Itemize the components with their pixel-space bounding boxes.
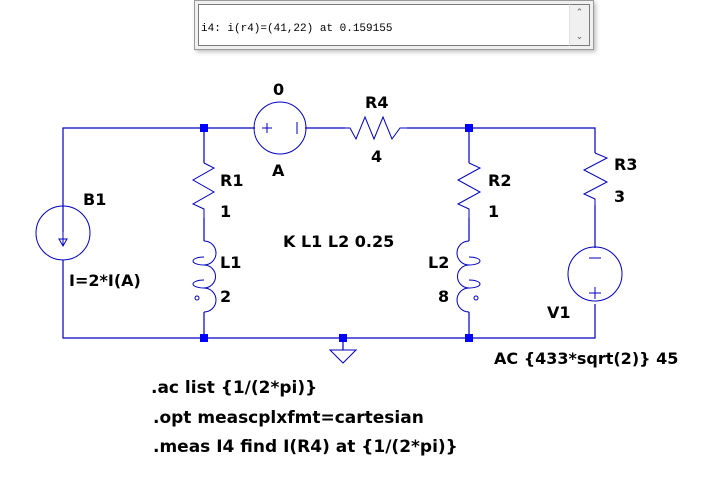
l2-name-label[interactable]: L2 [428, 253, 449, 272]
scroll-down-icon[interactable]: ⌄ [575, 32, 584, 42]
spice-error-log-window: i4: i(r4)=(41,22) at 0.159155 ⌃ ⌄ [194, 0, 594, 50]
ground-icon[interactable] [328, 349, 358, 364]
b1-name-label[interactable]: B1 [83, 190, 106, 209]
l1-value-label[interactable]: 2 [220, 287, 231, 306]
r3-value-label[interactable]: 3 [614, 187, 625, 206]
r1-name-label[interactable]: R1 [220, 171, 243, 190]
r3-name-label[interactable]: R3 [614, 155, 637, 174]
v1-value-label[interactable]: AC {433*sqrt(2)} 45 [494, 349, 678, 368]
r1-resistor-icon[interactable] [191, 162, 216, 218]
v1-voltage-source[interactable] [567, 246, 623, 302]
a-name-label[interactable]: A [272, 161, 285, 180]
wire-top-right [407, 127, 596, 153]
r4-resistor-icon[interactable] [345, 115, 407, 141]
directive-ac[interactable]: .ac list {1/(2*pi)} [151, 378, 317, 398]
dot-marker-icon [473, 295, 479, 301]
r3-resistor-icon[interactable] [582, 152, 609, 205]
b1-value-label[interactable]: I=2*I(A) [69, 271, 141, 290]
log-text-area[interactable]: i4: i(r4)=(41,22) at 0.159155 [198, 4, 571, 46]
wire-bottom [62, 260, 596, 339]
a-value-label[interactable]: 0 [273, 80, 284, 99]
dot-marker-icon [194, 295, 200, 301]
wires [62, 127, 596, 350]
scroll-up-icon[interactable]: ⌃ [575, 8, 584, 18]
l1-inductor-icon[interactable] [192, 240, 217, 313]
wire-top-left [62, 127, 255, 232]
current-source-icon [35, 205, 91, 261]
junction-dot [465, 124, 473, 132]
voltage-source-icon [253, 101, 307, 155]
l2-value-label[interactable]: 8 [438, 287, 449, 306]
voltage-source-icon [567, 246, 623, 302]
r1-value-label[interactable]: 1 [220, 202, 231, 221]
r4-value-label[interactable]: 4 [371, 147, 382, 166]
r4-name-label[interactable]: R4 [365, 93, 388, 112]
measurement-result: i4: i(r4)=(41,22) at 0.159155 [201, 23, 393, 35]
v1-name-label[interactable]: V1 [547, 303, 571, 322]
r2-name-label[interactable]: R2 [488, 171, 511, 190]
r2-resistor-icon[interactable] [456, 162, 482, 218]
directive-opt[interactable]: .opt meascplxfmt=cartesian [153, 408, 424, 428]
l2-inductor-icon[interactable] [456, 240, 481, 313]
l1-name-label[interactable]: L1 [220, 253, 241, 272]
junction-dot [465, 334, 473, 342]
a-voltage-source[interactable] [253, 101, 307, 155]
coupling-directive[interactable]: K L1 L2 0.25 [283, 232, 394, 251]
r2-value-label[interactable]: 1 [488, 202, 499, 221]
junction-dot [339, 334, 347, 342]
log-scrollbar[interactable]: ⌃ ⌄ [569, 4, 590, 46]
directive-meas[interactable]: .meas I4 find I(R4) at {1/(2*pi)} [153, 437, 458, 457]
junction-dot [200, 334, 208, 342]
b1-current-source[interactable] [35, 205, 91, 261]
junction-dot [200, 124, 208, 132]
junctions [200, 124, 473, 342]
